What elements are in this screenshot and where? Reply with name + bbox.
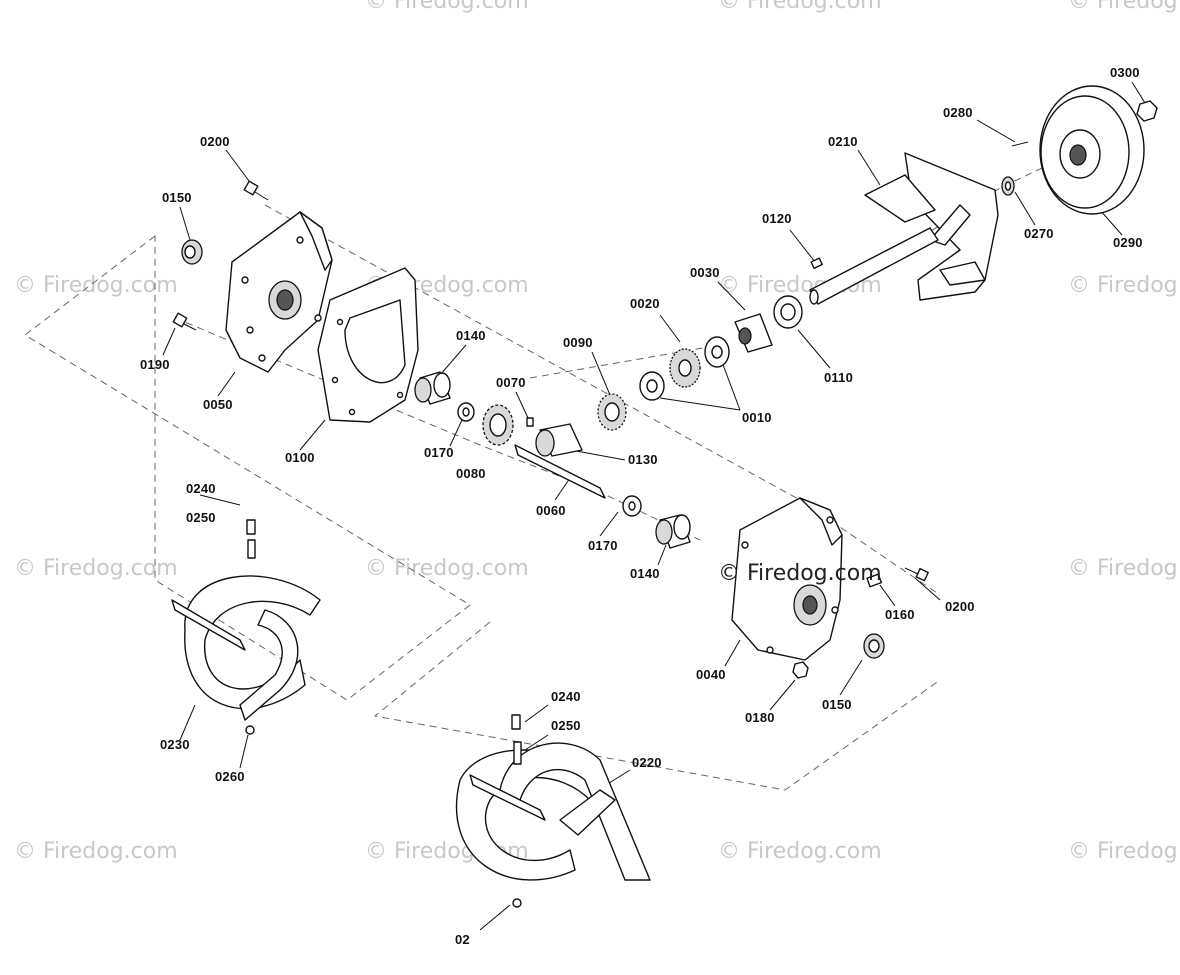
impeller-key — [810, 257, 823, 270]
pulley — [1039, 85, 1145, 215]
callout-0230: 0230 — [160, 737, 190, 752]
spur-gear — [482, 404, 514, 446]
callout-0050: 0050 — [203, 397, 233, 412]
bushing-center — [535, 423, 583, 457]
worm-gear — [597, 393, 627, 431]
watermark: © Firedog.com — [365, 0, 529, 14]
callout-0280: 0280 — [943, 105, 973, 120]
callout-0270: 0270 — [1024, 226, 1054, 241]
watermark-layer: © Firedog.com © Firedog.com © Firedog.co… — [14, 0, 1180, 864]
hex-nut — [792, 661, 809, 679]
callout-0010: 0010 — [742, 410, 772, 425]
callout-0100: 0100 — [285, 450, 315, 465]
watermark: © Firedog.com — [1068, 839, 1180, 864]
bolt-top — [243, 180, 269, 201]
woodruff-key — [526, 417, 534, 427]
callout-0220: 0220 — [632, 755, 662, 770]
watermark: © Firedog.com — [718, 839, 882, 864]
callout-0200: 0200 — [945, 599, 975, 614]
bolt-bottom — [904, 567, 929, 582]
washer-bottom — [622, 495, 642, 517]
callout-0290: 0290 — [1113, 235, 1143, 250]
auger-left — [171, 519, 321, 735]
callout-0170: 0170 — [588, 538, 618, 553]
auger-shaft — [514, 444, 606, 499]
watermark-center: © Firedog.com — [718, 561, 882, 586]
bushing-bottom — [655, 514, 691, 549]
grease-fitting — [866, 573, 883, 588]
callout-0120: 0120 — [762, 211, 792, 226]
gear-housing-left — [225, 211, 333, 373]
watermark: © Firedog.com — [1068, 0, 1180, 14]
bushing-upper — [734, 313, 773, 353]
washer-top — [457, 402, 475, 422]
watermark: © Firedog.com — [1068, 556, 1180, 581]
callout-0210: 0210 — [828, 134, 858, 149]
callout-0260-partial: 02 — [455, 932, 470, 947]
watermark: © Firedog.com — [365, 556, 529, 581]
callout-0150: 0150 — [822, 697, 852, 712]
bushing-top — [414, 371, 451, 405]
callout-0190: 0190 — [140, 357, 170, 372]
watermark: © Firedog.com — [14, 273, 178, 298]
callout-0060: 0060 — [536, 503, 566, 518]
washer-upper — [773, 295, 803, 329]
callout-0110: 0110 — [824, 370, 853, 385]
pulley-washer — [1001, 176, 1015, 196]
callout-0020: 0020 — [630, 296, 660, 311]
pulley-nut — [1136, 100, 1158, 122]
watermark: © Firedog.com — [1068, 273, 1180, 298]
callout-0260: 0260 — [215, 769, 245, 784]
callout-0150: 0150 — [162, 190, 192, 205]
callout-0070: 0070 — [496, 375, 526, 390]
watermark: © Firedog.com — [14, 839, 178, 864]
callout-0170: 0170 — [424, 445, 454, 460]
thrust-washers — [639, 336, 730, 401]
callout-0130: 0130 — [628, 452, 658, 467]
callout-0240: 0240 — [186, 481, 216, 496]
gasket — [317, 267, 419, 423]
callout-0090: 0090 — [563, 335, 593, 350]
bearing-bottom — [863, 633, 885, 659]
callout-0200: 0200 — [200, 134, 230, 149]
callout-0040: 0040 — [696, 667, 726, 682]
impeller — [809, 152, 999, 305]
watermark: © Firedog.com — [14, 556, 178, 581]
auger-bottom — [455, 714, 651, 908]
leader-lines — [162, 81, 1146, 931]
bearing-top — [181, 239, 203, 265]
callout-0140: 0140 — [456, 328, 486, 343]
callout-0250: 0250 — [551, 718, 581, 733]
bottom-auger-guide — [373, 621, 941, 791]
left-auger-guide — [24, 234, 471, 701]
callout-0030: 0030 — [690, 265, 720, 280]
callout-0180: 0180 — [745, 710, 775, 725]
callout-0140: 0140 — [630, 566, 660, 581]
gear-housing-right — [731, 497, 843, 661]
part-labels: 0300 0280 0210 0200 0150 0120 0270 0290 … — [140, 65, 1143, 947]
callout-0300: 0300 — [1110, 65, 1140, 80]
thrust-bearing — [669, 348, 701, 388]
watermark: © Firedog.com — [718, 0, 882, 14]
callout-0160: 0160 — [885, 607, 915, 622]
callout-0080: 0080 — [456, 466, 486, 481]
upper-axis-guide — [264, 204, 941, 596]
roll-pin — [1011, 141, 1029, 147]
callout-0250: 0250 — [186, 510, 216, 525]
bolt-left — [172, 312, 197, 331]
callout-0240: 0240 — [551, 689, 581, 704]
